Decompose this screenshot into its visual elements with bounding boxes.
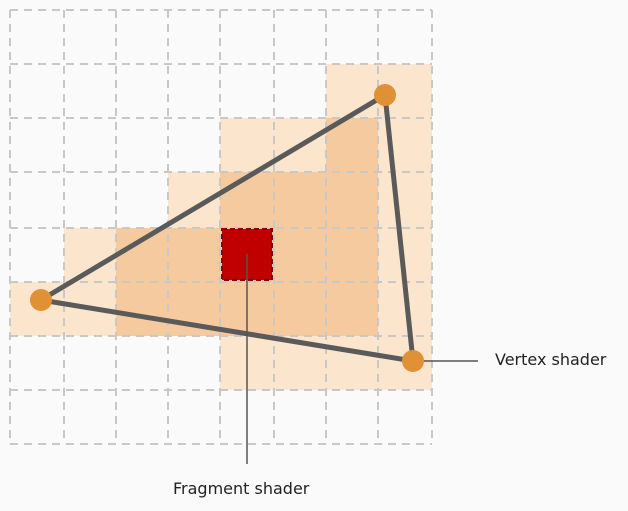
vertex-top [374, 84, 396, 106]
triangle-edges [38, 92, 416, 364]
vertex-left [30, 289, 52, 311]
vertex-bottom-right [402, 350, 424, 372]
cell-medium [220, 172, 378, 228]
vertex-shader-label: Vertex shader [495, 350, 607, 369]
fragment-shader-label: Fragment shader [173, 479, 310, 498]
